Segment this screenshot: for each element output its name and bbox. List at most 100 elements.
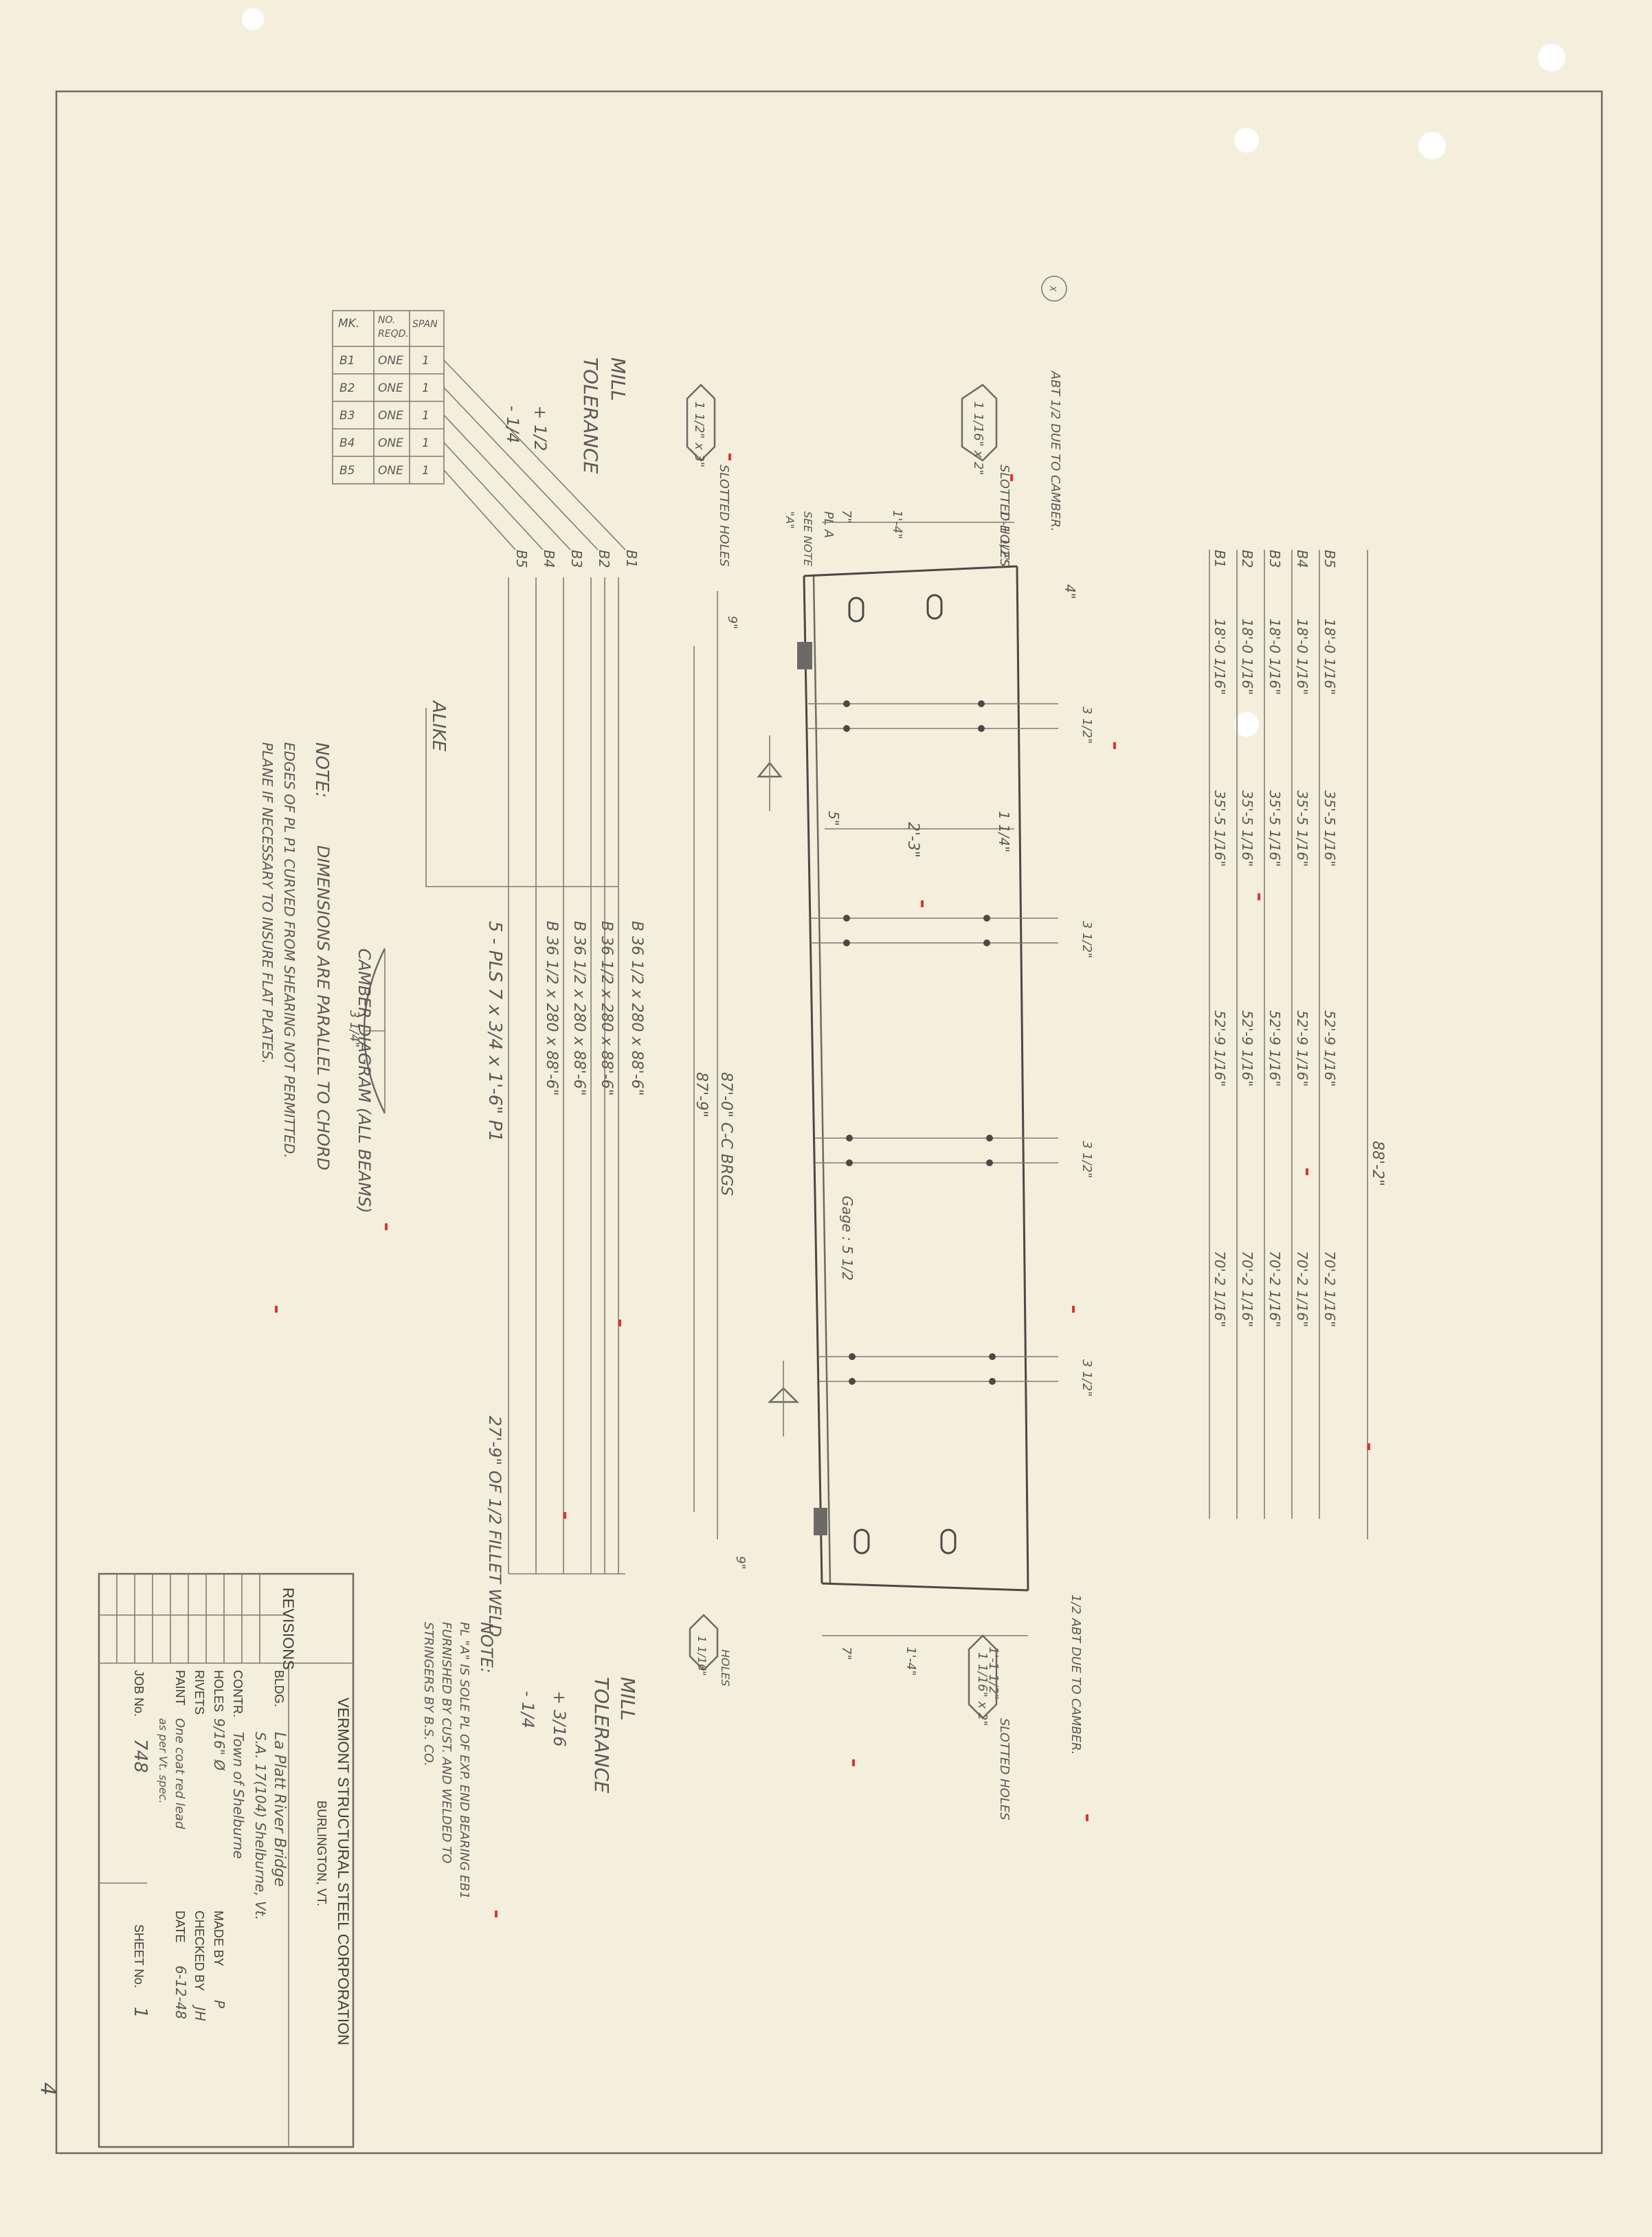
b-col-b3: B3 xyxy=(1266,550,1283,568)
dim-3-1-2: 3 1/2" xyxy=(1080,921,1094,958)
company-name: VERMONT STRUCTURAL STEEL CORPORATION xyxy=(335,1698,352,2045)
holes-label: HOLES xyxy=(212,1670,225,1712)
bearing-plate-bottom xyxy=(814,1508,827,1535)
slotted-hole xyxy=(853,1528,870,1555)
plate-desc-b1: B 36 1/2 x 280 x 88'-6" xyxy=(628,921,645,1096)
job-no-value: 748 xyxy=(130,1739,150,1773)
slotted-hole-callout-top-left xyxy=(686,383,716,462)
b-col-b1: B1 xyxy=(1212,550,1228,568)
sheet-border xyxy=(55,90,1603,2155)
note-right-line2: FURNISHED BY CUST. AND WELDED TO xyxy=(439,1622,454,1863)
rivet-dots xyxy=(843,700,996,1385)
job-no-label: JOB No. xyxy=(132,1670,146,1717)
mark-table-cell: ONE xyxy=(378,354,403,368)
mark-table-cell: 1 xyxy=(422,354,429,368)
svg-text:70'-2 1/16": 70'-2 1/16" xyxy=(1239,1251,1255,1327)
mark-table-header-mk: MK. xyxy=(338,317,359,331)
revisions-label: REVISIONS xyxy=(280,1588,297,1670)
dim-87-0-cc: 87'-0" C-C BRGS xyxy=(717,1072,735,1196)
slotted-hole-callout-bottom-right xyxy=(968,1634,998,1720)
svg-text:9": 9" xyxy=(725,616,739,630)
dim-3-1-2: 3 1/2" xyxy=(1080,706,1094,744)
date-label: DATE xyxy=(173,1911,187,1943)
paint-value-2: as per Vt. spec. xyxy=(157,1718,170,1804)
mark-table-cell: 1 xyxy=(422,381,429,395)
svg-text:70'-2 1/16": 70'-2 1/16" xyxy=(1266,1251,1283,1327)
girder-plate xyxy=(803,565,1029,1592)
gage-note: Gage : 5 1/2 xyxy=(839,1196,856,1280)
svg-text:"A": "A" xyxy=(783,511,796,529)
svg-text:35'-5 1/16": 35'-5 1/16" xyxy=(1266,790,1283,867)
mill-tolerance-right-plus: + 3/16 xyxy=(550,1691,569,1747)
weld-note: 27'-9" OF 1/2 FILLET WELD xyxy=(485,1416,504,1637)
mill-tolerance-right-sub: TOLERANCE xyxy=(590,1677,613,1794)
see-note-a: SEE NOTE xyxy=(801,511,814,567)
dim-5: 5" xyxy=(825,811,842,826)
mark-table: MK. NO. REQD. SPAN B1 ONE 1 B2 ONE 1 B3 … xyxy=(332,310,626,550)
mark-table-header-span: SPAN xyxy=(412,319,438,330)
b-dimension-columns xyxy=(1209,550,1368,1539)
mark-table-cell: ONE xyxy=(378,409,403,423)
mark-table-cell: 1 xyxy=(422,464,429,478)
svg-text:SLOTTED HOLES: SLOTTED HOLES xyxy=(997,1718,1012,1821)
made-by-label: MADE BY xyxy=(212,1911,225,1966)
alike-bracket xyxy=(425,708,618,887)
svg-text:9": 9" xyxy=(733,1556,748,1570)
page-number: 4 xyxy=(36,2082,60,2095)
paint-value: One coat red lead xyxy=(172,1718,187,1829)
svg-text:1 1/16" x 2": 1 1/16" x 2" xyxy=(975,1652,990,1726)
svg-text:88'-2": 88'-2" xyxy=(1369,1141,1386,1186)
mark-table-cell: B5 xyxy=(339,464,355,478)
slotted-holes-label: SLOTTED HOLES xyxy=(997,465,1012,567)
slotted-hole xyxy=(848,597,864,623)
svg-text:52'-9 1/16": 52'-9 1/16" xyxy=(1294,1010,1310,1087)
sheet-no-label: SHEET No. xyxy=(132,1924,146,1988)
svg-text:SLOTTED HOLES: SLOTTED HOLES xyxy=(717,465,731,567)
dim-4: 4" xyxy=(1062,584,1078,599)
plate-a-label: PL A xyxy=(821,511,836,538)
mark-table-cell: ONE xyxy=(378,464,403,478)
svg-text:52'-9 1/16": 52'-9 1/16" xyxy=(1239,1010,1255,1087)
hole-callout-bottom-left xyxy=(689,1614,719,1671)
bearing-plate-top xyxy=(797,642,812,669)
note-left-line2: EDGES OF PL P1 CURVED FROM SHEARING NOT … xyxy=(281,742,298,1158)
bldg-value: La Platt River Bridge xyxy=(271,1732,288,1887)
mark-table-cell: ONE xyxy=(378,436,403,450)
mark-table-cell: 1 xyxy=(422,436,429,450)
camber-value: 3 1/4" xyxy=(347,1010,361,1047)
punch-hole xyxy=(1418,132,1446,159)
svg-text:18'-0 1/16": 18'-0 1/16" xyxy=(1266,619,1283,695)
mill-tolerance-right-title: MILL xyxy=(616,1677,639,1721)
svg-text:1 1/2" x 3": 1 1/2" x 3" xyxy=(692,401,706,467)
punch-hole xyxy=(242,8,264,30)
stiffener-lines xyxy=(808,703,1058,1382)
note-right-line3: STRINGERS BY B.S. CO. xyxy=(421,1622,436,1766)
dim-3-1-2: 3 1/2" xyxy=(1080,1141,1094,1178)
svg-text:35'-5 1/16": 35'-5 1/16" xyxy=(1239,790,1255,867)
mark-table-header-no: NO. xyxy=(378,315,395,326)
mark-label-b5: B5 xyxy=(513,550,530,568)
mark-label-b1: B1 xyxy=(623,550,640,568)
contr-label: CONTR. xyxy=(231,1670,245,1717)
sheet-no-value: 1 xyxy=(130,2007,150,2018)
svg-text:35'-5 1/16": 35'-5 1/16" xyxy=(1321,790,1338,867)
svg-text:1'-4": 1'-4" xyxy=(904,1647,918,1676)
b-col-b4: B4 xyxy=(1294,550,1310,568)
bldg-label: BLDG. xyxy=(272,1670,286,1707)
slotted-hole xyxy=(926,594,943,620)
svg-text:35'-5 1/16": 35'-5 1/16" xyxy=(1294,790,1310,867)
svg-text:1 1/16" x 2": 1 1/16" x 2" xyxy=(971,401,985,476)
svg-text:7": 7" xyxy=(839,1647,853,1660)
svg-text:7": 7" xyxy=(839,510,853,524)
holes-value: 9/16" Ø xyxy=(211,1718,227,1771)
b-col-b5: B5 xyxy=(1321,550,1338,568)
plate-desc-b3: B 36 1/2 x 280 x 88'-6" xyxy=(570,921,588,1096)
note-left-title: NOTE: xyxy=(311,742,332,798)
svg-text:1'-4": 1'-4" xyxy=(890,510,904,539)
b-col-b2: B2 xyxy=(1239,550,1255,568)
mark-table-header-reqd: REQD. xyxy=(378,329,409,340)
svg-text:70'-2 1/16": 70'-2 1/16" xyxy=(1212,1251,1228,1327)
note-right-title: NOTE: xyxy=(477,1622,496,1673)
mark-table-cell: 1 xyxy=(422,409,429,423)
